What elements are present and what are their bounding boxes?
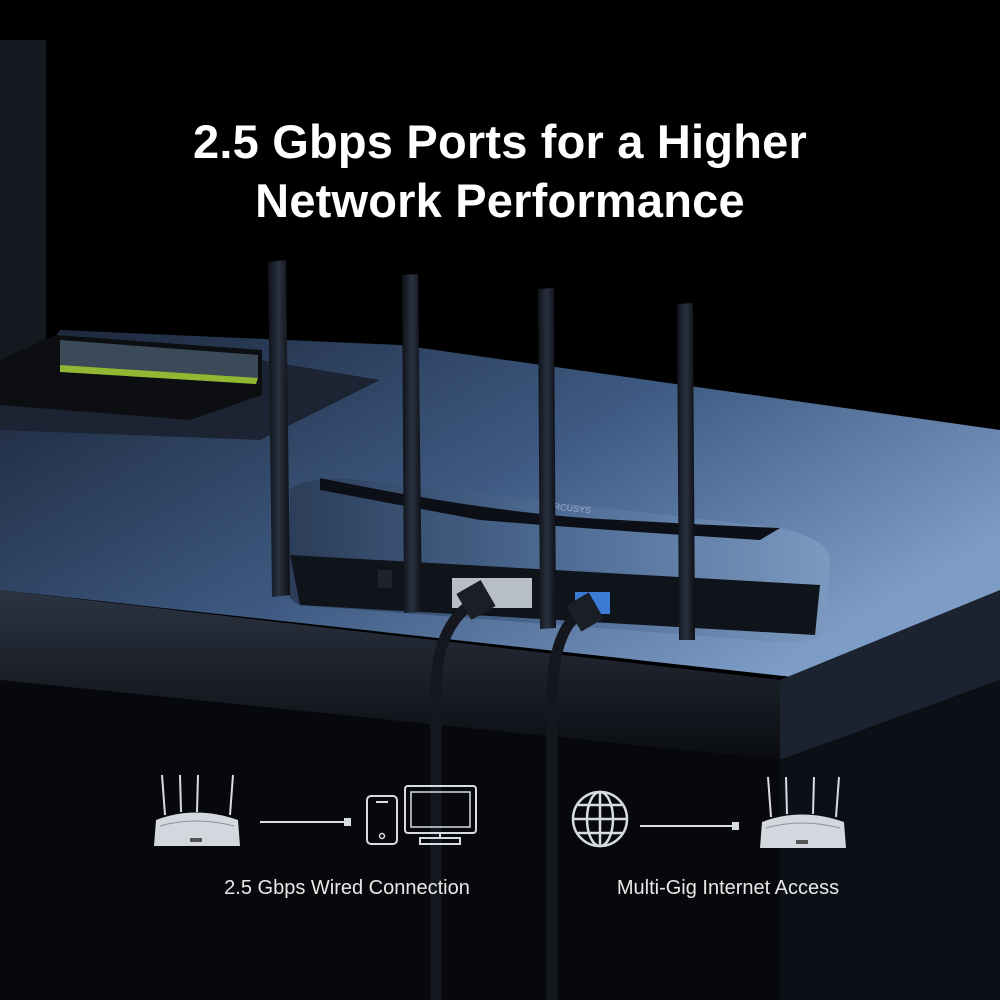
desk-front-edge	[0, 590, 780, 760]
cable-icon	[260, 818, 351, 826]
keyboard	[0, 335, 262, 420]
power-port	[378, 570, 392, 588]
cable-plug	[456, 580, 496, 620]
feature-label-wired: 2.5 Gbps Wired Connection	[224, 877, 470, 899]
desk-side-edge	[780, 590, 1000, 760]
cable-plug	[566, 592, 604, 632]
router-icon	[760, 776, 846, 848]
antennas	[268, 260, 695, 640]
globe-icon	[571, 790, 629, 848]
router-icon	[154, 774, 240, 846]
monitor-icon	[404, 785, 477, 845]
headline-line-2: Network Performance	[255, 174, 745, 227]
desk-underside	[0, 680, 780, 1000]
feature-label-internet: Multi-Gig Internet Access	[616, 877, 840, 899]
headline-line-1: 2.5 Gbps Ports for a Higher	[193, 115, 807, 168]
desk-underside-right	[780, 680, 1000, 1000]
phone-icon	[366, 795, 398, 845]
cable-icon	[640, 822, 739, 830]
